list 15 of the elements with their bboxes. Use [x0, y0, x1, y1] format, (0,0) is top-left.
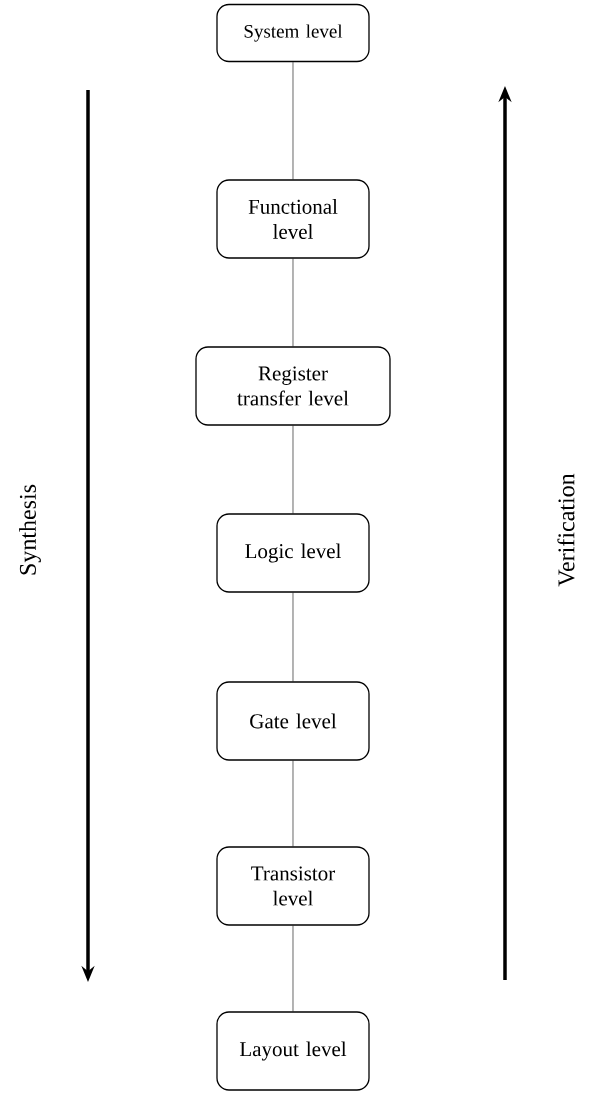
connector-line [292, 61, 294, 180]
level-box: Layout level [216, 1011, 370, 1091]
level-box: Register transfer level [195, 346, 391, 426]
connector-line [292, 258, 294, 347]
connector-line [292, 760, 294, 847]
connector-line [292, 925, 294, 1012]
connector-line [292, 592, 294, 682]
level-box: Logic level [216, 513, 370, 593]
level-box: Functional level [216, 179, 370, 259]
level-box: Gate level [216, 681, 370, 761]
axis-label: Synthesis [19, 484, 41, 575]
level-box: System level [216, 3, 370, 63]
axis-label: Verification [557, 473, 575, 587]
level-box: Transistor level [216, 846, 370, 926]
connector-line [292, 425, 294, 514]
